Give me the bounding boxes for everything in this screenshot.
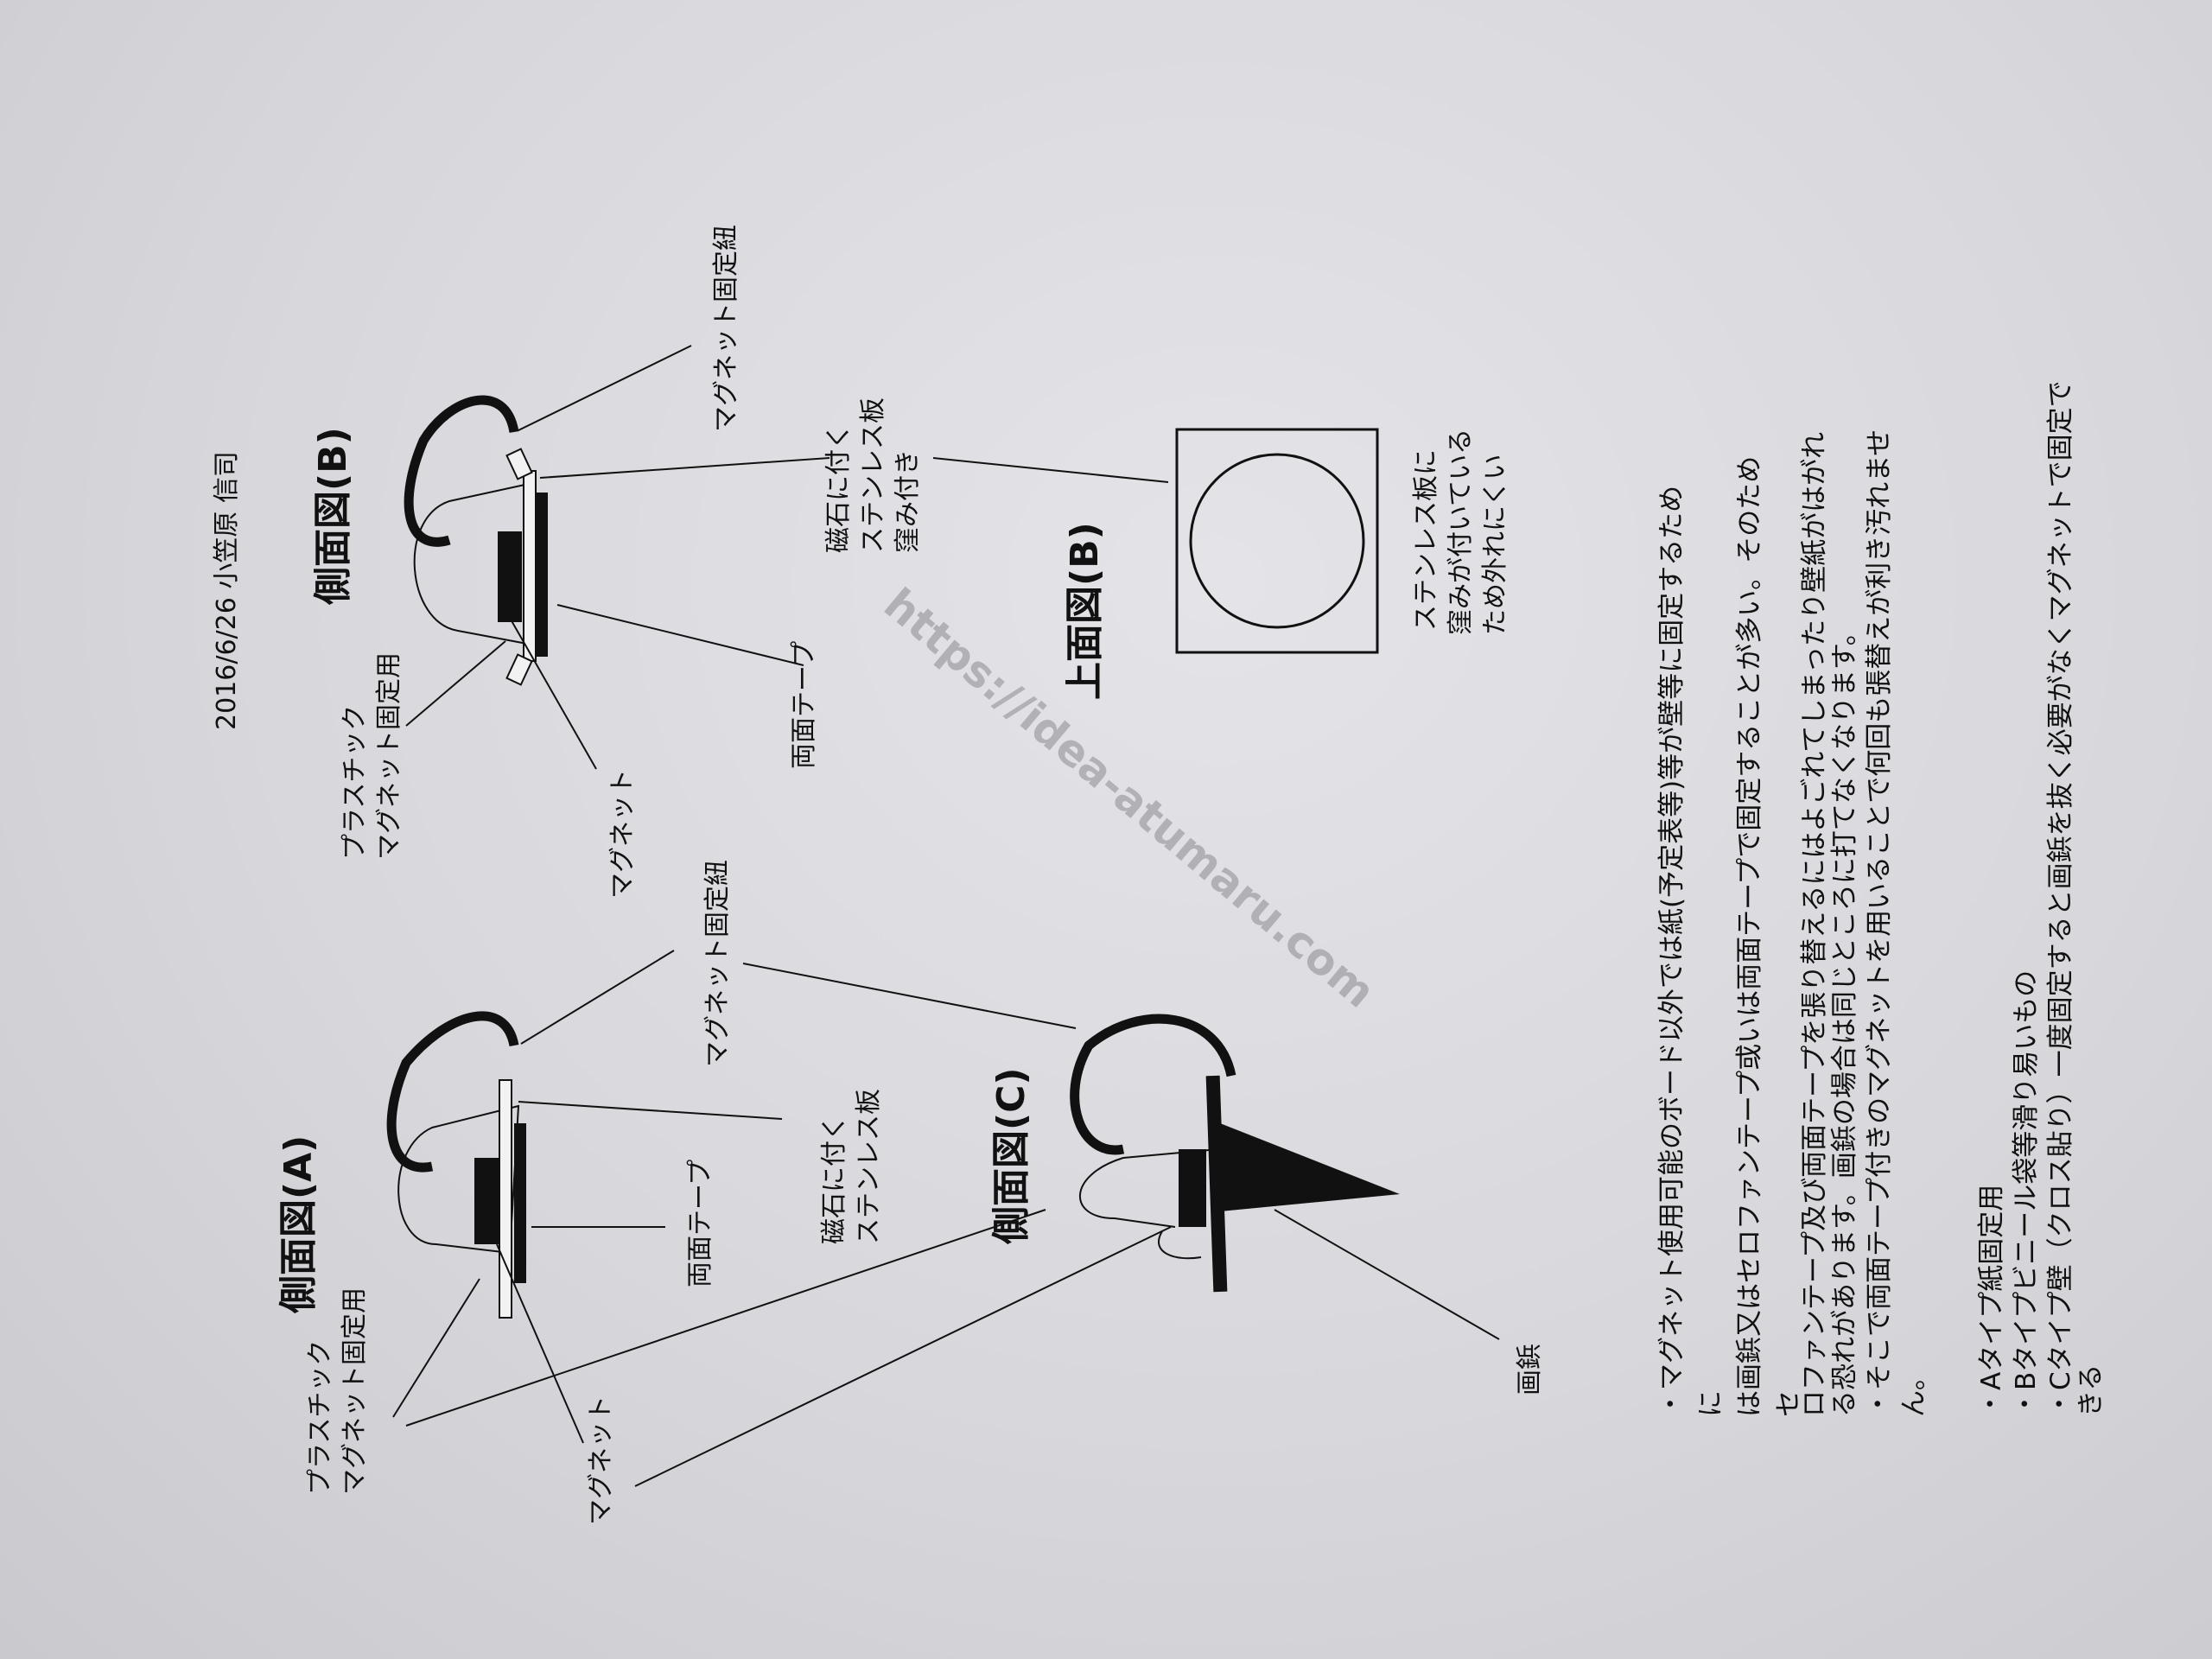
side-b-string-label: マグネット固定紐 [711, 225, 741, 432]
top-view-b: 上面図(B) ステンレス板に 窪みが付いている ため外れにくい [1063, 428, 1510, 700]
top-b-title: 上面図(B) [1063, 522, 1107, 700]
side-b-magnet-label: マグネット [607, 769, 638, 899]
side-a-plate [514, 1123, 526, 1283]
side-b-tape-end-top [505, 448, 533, 480]
type-line-4: きる [2075, 1364, 2107, 1417]
date-author: 2016/6/26 小笠原 信司 [212, 451, 242, 730]
side-b-leader-magnet [509, 617, 597, 770]
top-b-note-1: ステンレス板に [1411, 449, 1441, 631]
side-a-plastic-label-2: マグネット固定用 [340, 1287, 370, 1495]
type-line-2: ・Bタイプビニール袋等滑り易いもの [2011, 970, 2042, 1417]
side-b-plastic [413, 482, 531, 645]
side-a-string [386, 1011, 519, 1173]
side-c-string [1070, 1014, 1236, 1155]
type-line-3: ・Cタイプ壁（クロス貼り）一度固定すると画鋲を抜く必要がなくマグネットで固定で [2045, 380, 2076, 1417]
side-a-steel-label-1: 磁石に付く [819, 1115, 849, 1244]
side-c-plastic-2 [1158, 1230, 1202, 1260]
notes-paragraph: ・マグネット使用可能のボード以外では紙(予定表等)等が壁等に固定するため に は… [1656, 429, 1929, 1417]
side-b-title: 側面図(B) [311, 427, 355, 606]
side-b-tape [523, 470, 537, 662]
side-a-tape [499, 1079, 512, 1319]
side-b-steel-label-1: 磁石に付く [823, 423, 854, 553]
type-line-1: ・Aタイプ紙固定用 [1976, 1185, 2007, 1417]
side-a-magnet-label: マグネット [586, 1395, 616, 1525]
side-b-leader-string [518, 345, 692, 431]
note-line-5: ロファンテープ及び両面テープを張り替えるにはよごれてしまったり壁紙がはがれ [1799, 432, 1830, 1417]
side-a-title: 側面図(A) [276, 1135, 321, 1314]
side-a-string-label: マグネット固定紐 [702, 860, 733, 1067]
side-b-leader-plastic [405, 640, 506, 727]
side-c-pin-label: 画鋲 [1515, 1344, 1545, 1395]
side-a-leader-magnet [496, 1243, 584, 1444]
side-b-leader-topview [932, 457, 1169, 483]
note-line-3: は画鋲又はセロファンテープ或いは両面テープで固定することが多い。そのため [1734, 456, 1765, 1417]
side-a-leader-plastic-c [405, 1209, 1046, 1427]
side-a-plastic [397, 1104, 520, 1255]
side-c-leader-pin [1274, 1209, 1500, 1340]
side-b-plastic-label-2: マグネット固定用 [374, 652, 404, 860]
side-a-plastic-label-1: プラスチック [305, 1340, 335, 1495]
side-a-leader-string-c [742, 963, 1077, 1029]
side-b-steel-label-3: 窪み付き [893, 449, 923, 553]
notes-types: ・Aタイプ紙固定用 ・Bタイプビニール袋等滑り易いもの ・Cタイプ壁（クロス貼り… [1976, 380, 2107, 1417]
top-b-note-3: ため外れにくい [1480, 454, 1510, 635]
side-a-leader-plate [518, 1101, 783, 1120]
side-c-plate [1205, 1075, 1228, 1293]
side-view-a: 側面図(A) マグネット固定紐 磁石に付く ステンレス板 両面テープ プラスチッ… [276, 860, 1172, 1525]
side-b-leader-tape [556, 604, 804, 666]
note-line-1: ・マグネット使用可能のボード以外では紙(予定表等)等が壁等に固定するため [1656, 486, 1688, 1417]
side-c-plastic [1079, 1148, 1219, 1228]
side-a-leader-string [520, 950, 675, 1045]
side-b-tape-end-bottom [505, 653, 533, 686]
note-line-4: セ [1773, 1390, 1804, 1417]
side-b-steel-label-2: ステンレス板 [858, 397, 888, 553]
side-view-c: 側面図(C) 画鋲 [989, 1014, 1545, 1395]
watermark: https://idea-atumaru.com [874, 579, 1384, 1018]
side-c-title: 側面図(C) [989, 1067, 1033, 1245]
side-a-steel-label-2: ステンレス板 [854, 1089, 884, 1244]
note-line-6: る恐れがあります。画鋲の場合は同じところに打てなくなります。 [1829, 619, 1860, 1417]
side-b-tape-label: 両面テープ [789, 641, 819, 769]
side-c-magnet [1179, 1149, 1206, 1227]
side-b-plastic-label-1: プラスチック [340, 705, 370, 860]
side-a-magnet [474, 1158, 499, 1244]
side-a-leader-magnet-c [634, 1226, 1172, 1487]
side-a-leader-plastic [392, 1278, 480, 1418]
side-view-b: 側面図(B) マグネット固定紐 磁石に付く ステンレス板 窪み付き 両面テープ … [311, 225, 1169, 899]
note-line-8: ん。 [1898, 1363, 1929, 1417]
top-b-circle [1189, 453, 1365, 629]
side-a-tape-label: 両面テープ [685, 1160, 715, 1287]
side-b-magnet [498, 531, 522, 622]
side-c-pin [1220, 1123, 1400, 1211]
note-line-2: に [1695, 1390, 1726, 1417]
top-b-note-2: 窪みが付いている [1446, 429, 1476, 635]
top-b-frame [1175, 428, 1379, 654]
side-b-leader-plate [539, 457, 830, 479]
side-b-plate [536, 493, 548, 657]
note-line-7: ・そこで両面テープ付きのマグネットを用いることで何回も張替えが利き汚れませ [1864, 429, 1895, 1417]
